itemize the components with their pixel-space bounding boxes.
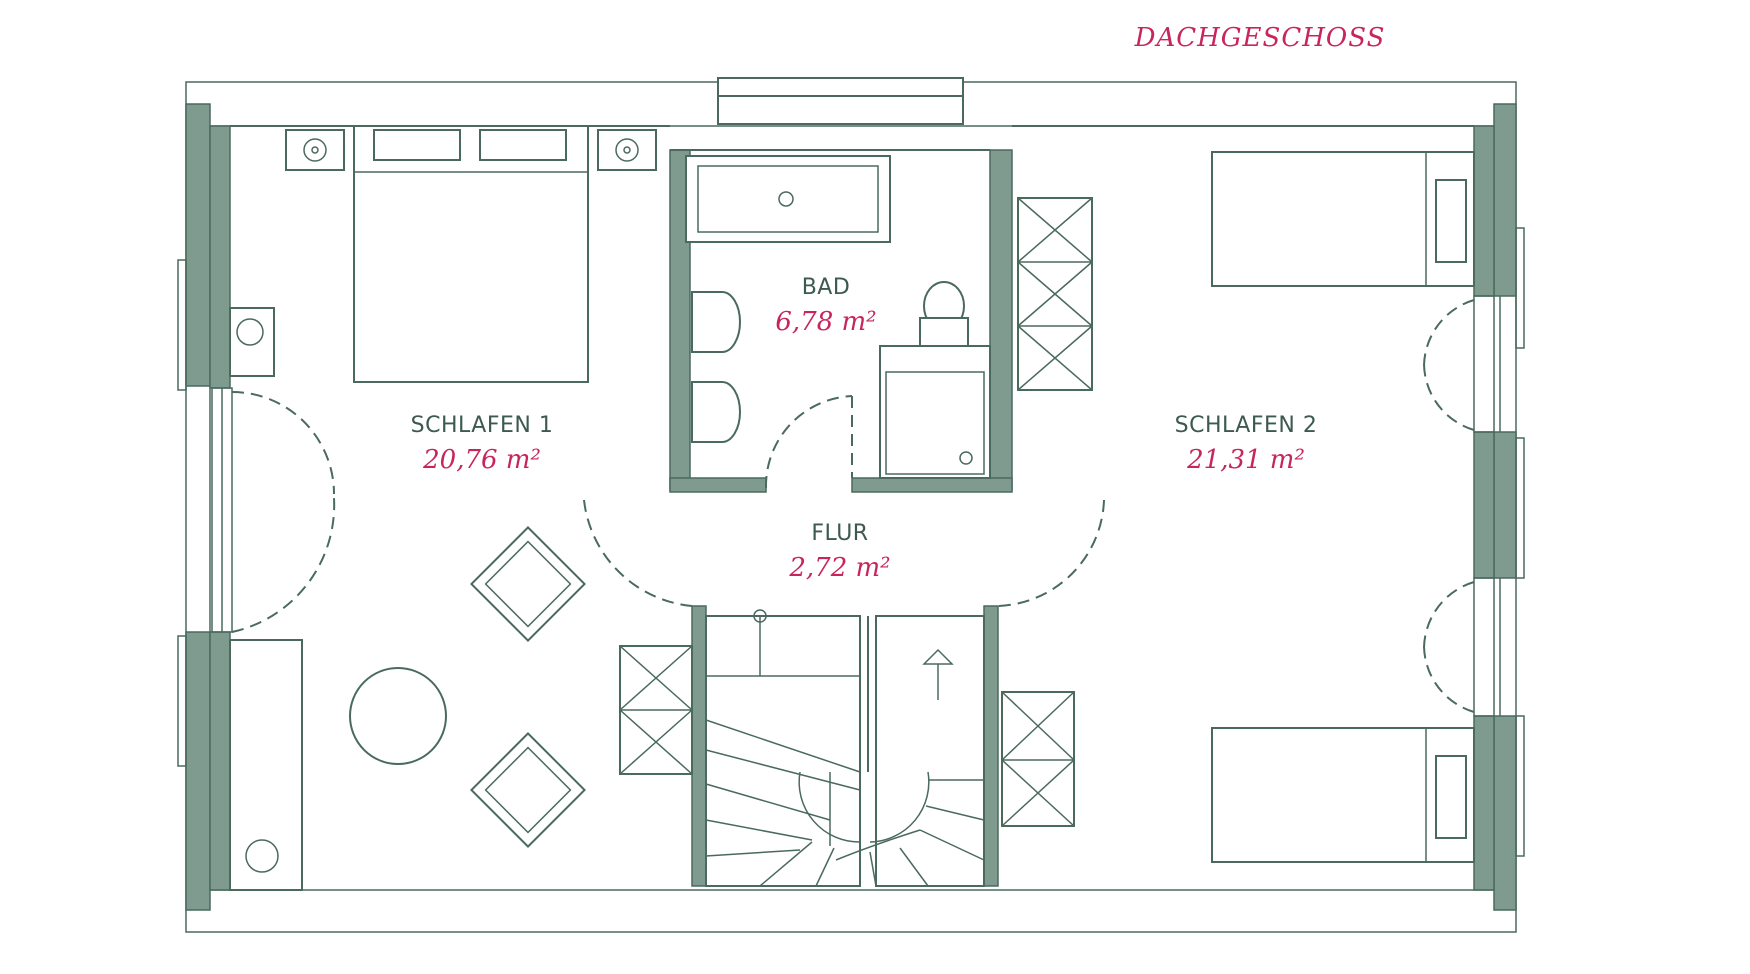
staircase [705,609,985,887]
furniture-bad [685,155,991,479]
furniture-schlafen-2 [1211,151,1475,863]
room-schlafen-2: SCHLAFEN 2 21,31 m² [1175,413,1318,475]
furniture-schlafen-1 [229,125,657,891]
room-area: 2,72 m² [788,553,890,583]
room-area: 6,78 m² [775,307,876,337]
storage-cabinets [619,197,1093,827]
room-name: SCHLAFEN 1 [411,413,554,438]
room-name: FLUR [811,521,868,546]
room-area: 20,76 m² [422,445,541,475]
room-area: 21,31 m² [1186,445,1305,475]
door-swings [231,299,1475,713]
room-bad: BAD 6,78 m² [775,275,876,337]
floor-label: DACHGESCHOSS [1134,23,1386,53]
outer-walls [177,77,1525,933]
room-flur: FLUR 2,72 m² [788,521,890,583]
interior-walls [230,125,1474,887]
room-schlafen-1: SCHLAFEN 1 20,76 m² [411,413,554,475]
room-name: SCHLAFEN 2 [1175,413,1318,438]
room-name: BAD [802,275,851,300]
